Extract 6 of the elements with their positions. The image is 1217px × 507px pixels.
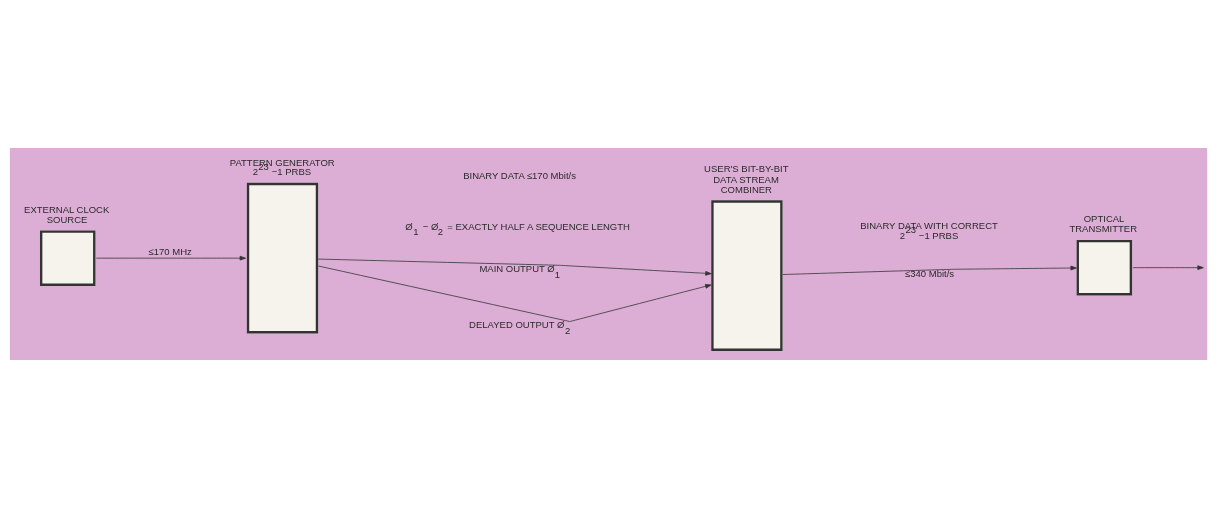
edge-label: ≤340 Mbit/s: [905, 267, 955, 279]
label: BINARY DATA ≤170 Mbit/s: [463, 169, 576, 181]
node-label: OPTICAL TRANSMITTER: [1069, 212, 1138, 234]
edge-label: ≤170 MHz: [148, 245, 192, 257]
node-label: USER'S BIT-BY-BIT DATA STREAM COMBINER: [704, 162, 789, 195]
node-label: EXTERNAL CLOCK SOURCE: [24, 203, 110, 225]
